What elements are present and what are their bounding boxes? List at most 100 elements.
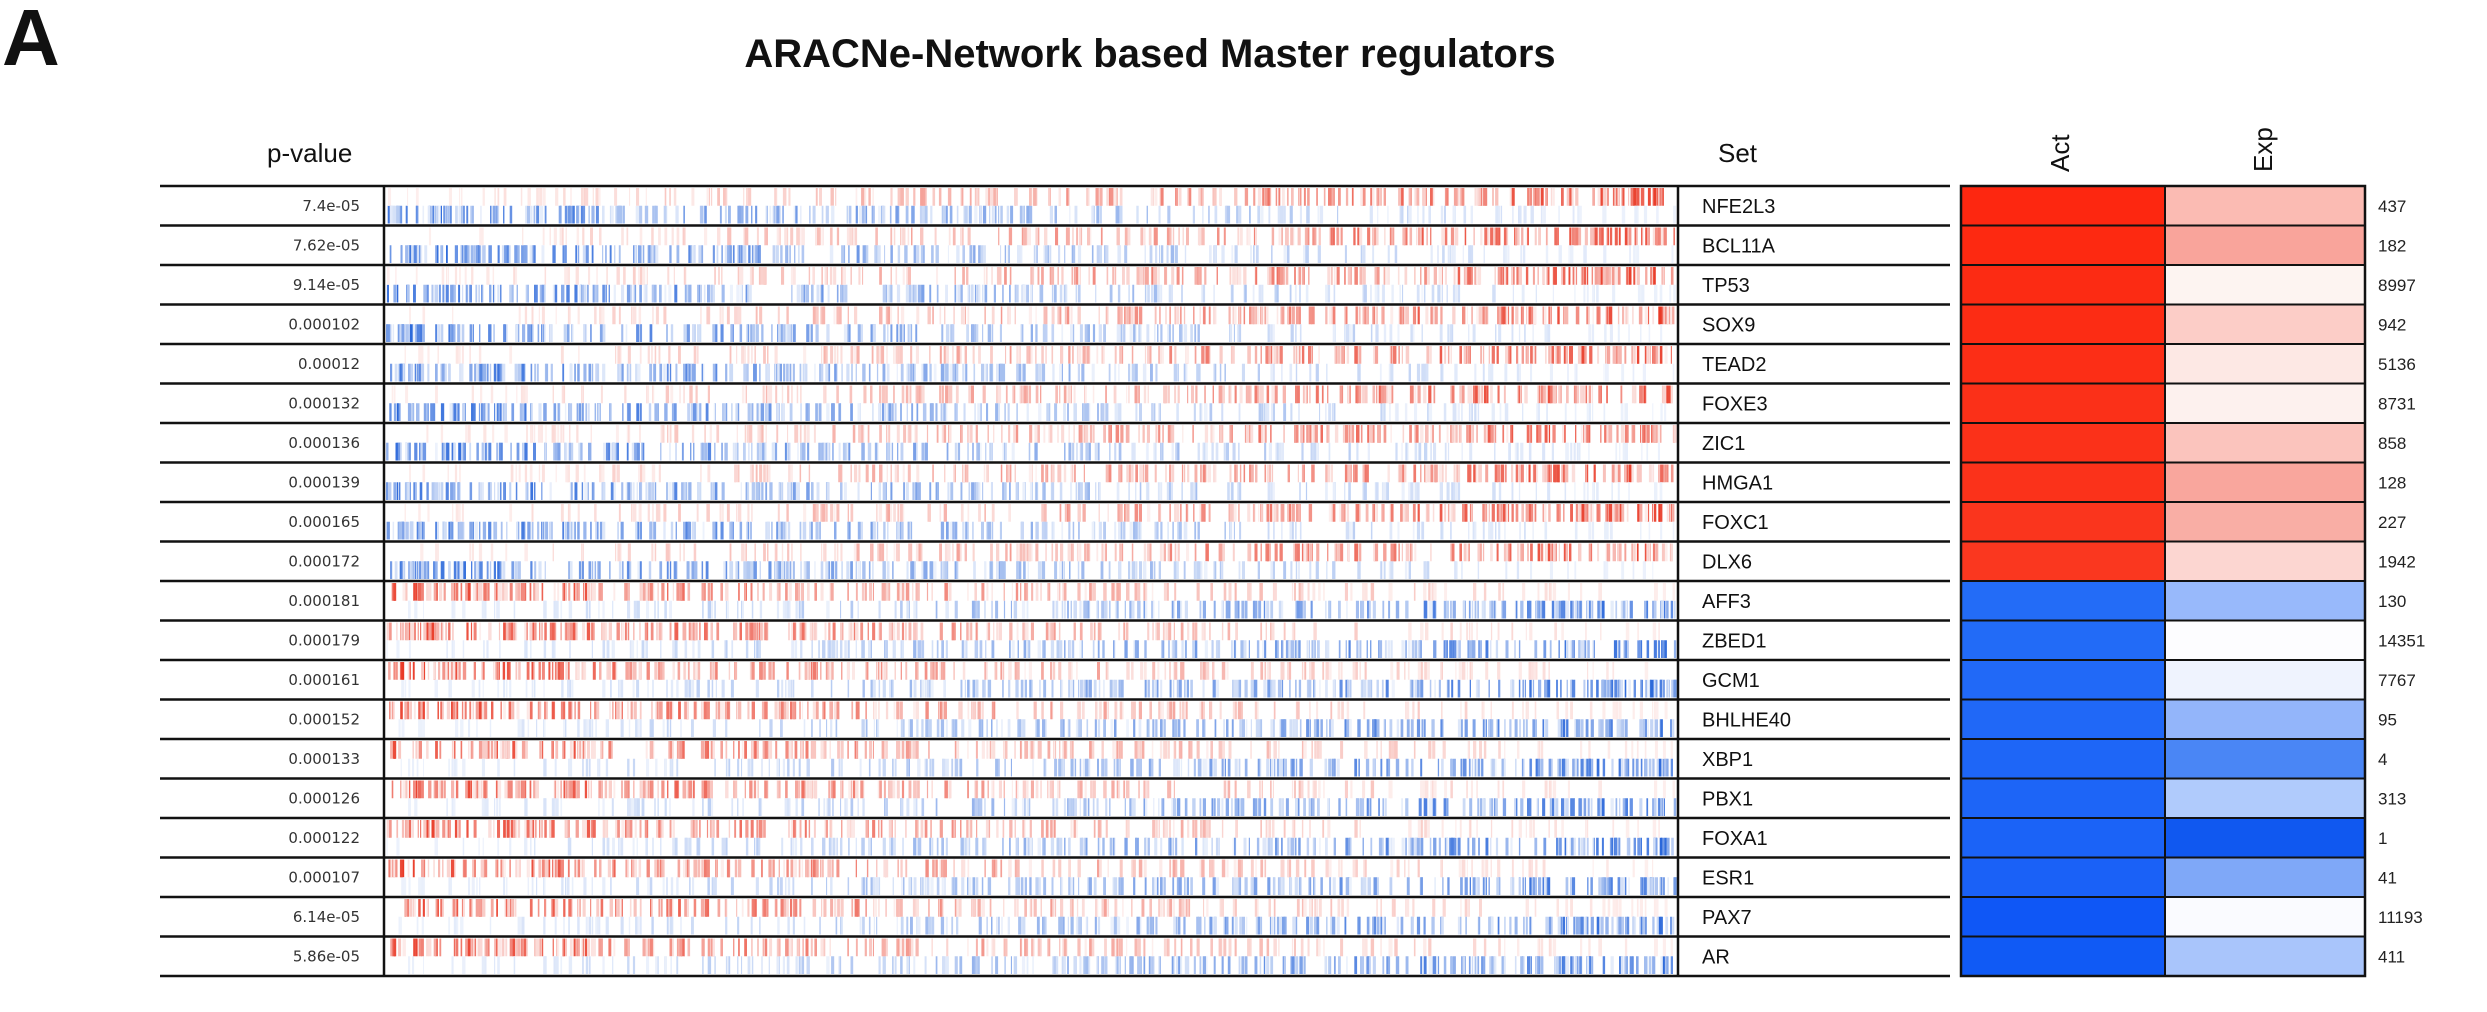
barcode-tick-positive [998, 267, 1002, 285]
barcode-tick-positive [993, 425, 995, 443]
barcode-tick-negative [774, 442, 778, 461]
barcode-tick-positive [1028, 385, 1031, 404]
barcode-tick-positive [1515, 464, 1519, 483]
barcode-tick-negative [458, 442, 461, 461]
barcode-tick-positive [1315, 385, 1319, 404]
barcode-tick-negative [775, 245, 779, 263]
barcode-tick-negative [526, 205, 531, 224]
barcode-tick-negative [430, 403, 434, 421]
barcode-tick-positive [953, 306, 955, 325]
barcode-tick-positive [1550, 385, 1554, 404]
barcode-tick-positive [1657, 227, 1660, 246]
barcode-tick-negative [438, 324, 440, 342]
barcode-tick-negative [945, 284, 948, 303]
barcode-tick-positive [1588, 385, 1591, 404]
barcode-tick-negative [970, 245, 973, 263]
barcode-tick-negative [683, 324, 686, 342]
barcode-tick-positive [1120, 504, 1122, 522]
barcode-tick-positive [1461, 385, 1465, 404]
barcode-tick-positive [1529, 425, 1532, 443]
barcode-tick-negative [946, 442, 948, 461]
barcode-tick-negative [1154, 521, 1156, 540]
barcode-tick-positive [1082, 346, 1086, 364]
barcode-tick-positive [1040, 385, 1042, 404]
barcode-tick-negative [914, 442, 918, 461]
barcode-tick-positive [825, 504, 828, 522]
barcode-tick-negative [891, 442, 894, 461]
barcode-tick-negative [1404, 403, 1408, 421]
barcode-tick-positive [916, 385, 919, 404]
barcode-tick-positive [850, 346, 854, 364]
barcode-tick-negative [1603, 363, 1605, 382]
barcode-tick-positive [1553, 267, 1556, 285]
barcode-tick-negative [1131, 363, 1136, 382]
barcode-tick-negative [746, 363, 749, 382]
barcode-tick-positive [1617, 464, 1621, 483]
barcode-tick-positive [1463, 346, 1467, 364]
barcode-tick-negative [996, 561, 998, 579]
barcode-tick-negative [1408, 205, 1412, 224]
barcode-tick-positive [675, 425, 679, 443]
barcode-tick-negative [499, 482, 502, 500]
barcode-tick-negative [739, 324, 743, 342]
barcode-tick-negative [499, 561, 502, 579]
barcode-tick-negative [621, 482, 624, 500]
barcode-tick-negative [755, 205, 758, 224]
barcode-tick-positive [837, 346, 839, 364]
barcode-tick-positive [1653, 346, 1657, 364]
barcode-tick-negative [1209, 403, 1213, 421]
barcode-tick-negative [613, 482, 616, 500]
barcode-tick-positive [836, 306, 840, 325]
barcode-tick-negative [1586, 403, 1590, 421]
barcode-tick-negative [393, 205, 397, 224]
barcode-tick-negative [762, 442, 764, 461]
barcode-tick-negative [1064, 442, 1066, 461]
barcode-tick-positive [654, 346, 657, 364]
barcode-tick-positive [1068, 346, 1071, 364]
barcode-tick-negative [666, 324, 668, 342]
barcode-tick-positive [754, 346, 756, 364]
barcode-tick-negative [907, 521, 910, 540]
barcode-tick-positive [669, 188, 671, 206]
barcode-tick-negative [1603, 403, 1606, 421]
barcode-tick-positive [633, 504, 637, 522]
barcode-tick-negative [872, 205, 874, 224]
barcode-tick-negative [862, 561, 866, 579]
barcode-tick-positive [1121, 543, 1123, 562]
barcode-tick-negative [972, 245, 976, 263]
barcode-tick-positive [1528, 306, 1532, 325]
barcode-tick-positive [830, 188, 834, 206]
barcode-tick-negative [806, 324, 810, 342]
barcode-tick-negative [1238, 205, 1242, 224]
barcode-tick-negative [1583, 245, 1587, 263]
barcode-tick-positive [617, 346, 621, 364]
barcode-tick-positive [1194, 346, 1197, 364]
barcode-tick-negative [1159, 245, 1161, 263]
barcode-tick-positive [1451, 227, 1455, 246]
barcode-tick-negative [597, 363, 600, 382]
barcode-tick-negative [1122, 324, 1124, 342]
barcode-tick-positive [1636, 188, 1640, 206]
barcode-tick-negative [705, 403, 709, 421]
barcode-tick-negative [469, 284, 472, 303]
barcode-tick-negative [1370, 324, 1373, 342]
barcode-tick-negative [917, 482, 921, 500]
barcode-tick-positive [679, 346, 681, 364]
barcode-tick-positive [1565, 346, 1569, 364]
barcode-tick-positive [1350, 267, 1352, 285]
barcode-tick-negative [1654, 284, 1658, 303]
barcode-tick-positive [1355, 385, 1358, 404]
barcode-tick-negative [1058, 245, 1060, 263]
barcode-tick-positive [1316, 188, 1318, 206]
barcode-tick-negative [861, 205, 865, 224]
barcode-tick-positive [907, 227, 910, 246]
barcode-tick-negative [650, 245, 653, 263]
barcode-tick-positive [1405, 504, 1409, 522]
barcode-tick-positive [1306, 425, 1309, 443]
barcode-tick-negative [1416, 482, 1420, 500]
barcode-tick-positive [1480, 227, 1483, 246]
barcode-tick-negative [1128, 482, 1130, 500]
barcode-tick-negative [836, 363, 838, 382]
barcode-tick-positive [1640, 188, 1645, 206]
barcode-tick-positive [710, 188, 713, 206]
